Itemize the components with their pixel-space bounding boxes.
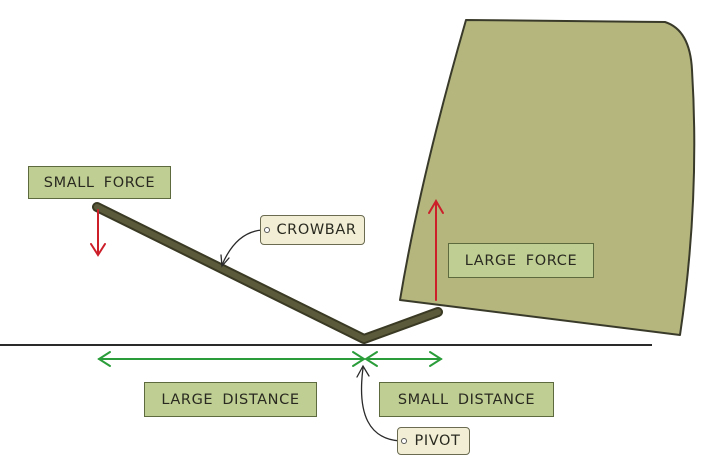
pivot-tag: PIVOT <box>397 427 470 455</box>
pivot-tag-text: PIVOT <box>414 433 461 449</box>
large-distance-arrow <box>97 351 366 367</box>
crowbar-tag: CROWBAR <box>260 215 365 245</box>
pivot-pointer <box>356 364 401 442</box>
small-distance-arrow <box>364 351 443 367</box>
rock <box>399 19 696 336</box>
crowbar-tag-text: CROWBAR <box>276 222 357 238</box>
tag-hole-icon <box>401 438 407 444</box>
tag-hole-icon <box>264 227 270 233</box>
small-force-label: SMALL FORCE <box>28 166 171 199</box>
small-distance-label: SMALL DISTANCE <box>379 382 554 417</box>
small-force-arrow <box>90 209 106 257</box>
large-force-label: LARGE FORCE <box>448 243 594 278</box>
large-distance-label: LARGE DISTANCE <box>144 382 317 417</box>
large-force-arrow <box>428 199 444 301</box>
crowbar-pointer <box>220 229 263 268</box>
